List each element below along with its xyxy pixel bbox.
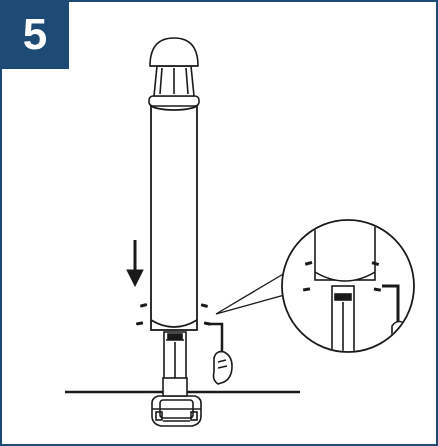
lamp-head <box>148 37 200 107</box>
down-arrow-icon <box>126 240 144 288</box>
mounting-base <box>151 395 202 427</box>
step-badge: 5 <box>1 1 69 69</box>
callout-lines <box>215 269 291 315</box>
detail-magnifier <box>281 219 415 353</box>
bollard-tube <box>149 97 199 331</box>
hex-key-tool <box>208 322 233 385</box>
inner-post <box>162 331 188 397</box>
step-number: 5 <box>22 10 48 59</box>
